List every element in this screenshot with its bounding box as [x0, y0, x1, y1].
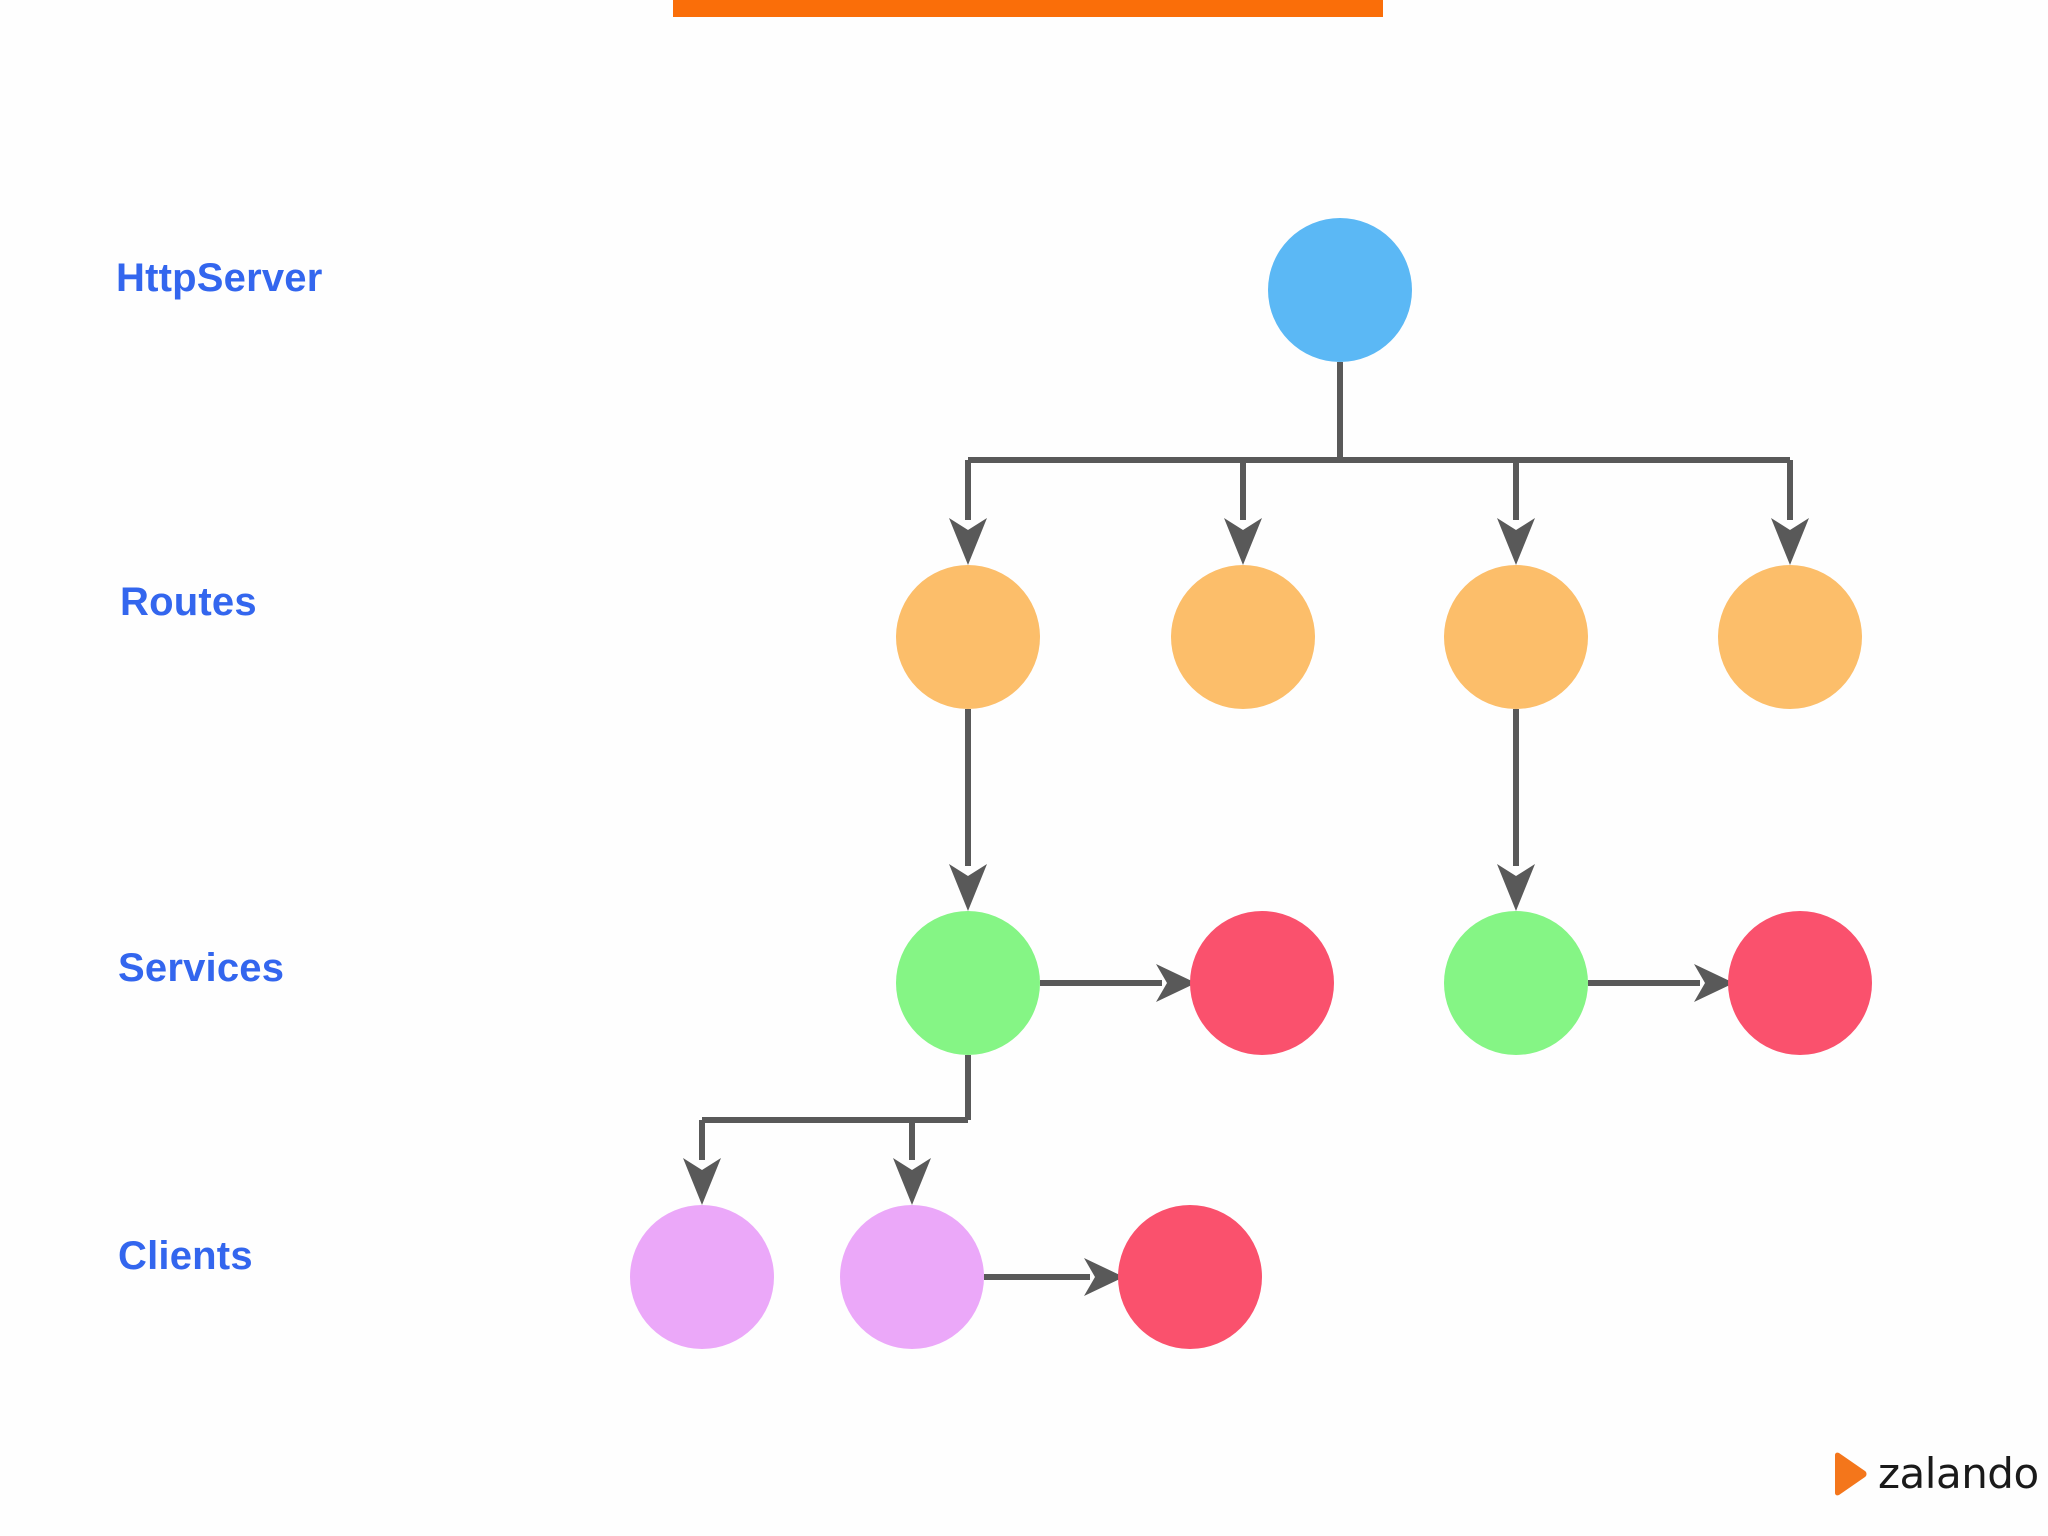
arrowhead-route-1	[949, 518, 987, 565]
arrowhead-route-3	[1497, 518, 1535, 565]
zalando-logo: zalando	[1832, 1452, 2039, 1496]
node-httpserver-1[interactable]	[1268, 218, 1412, 362]
accent-bar	[673, 0, 1383, 17]
layer-label-httpserver: HttpServer	[116, 256, 323, 300]
node-route-4[interactable]	[1718, 565, 1862, 709]
node-route-2[interactable]	[1171, 565, 1315, 709]
node-service-1[interactable]	[896, 911, 1040, 1055]
node-external-1[interactable]	[1190, 911, 1334, 1055]
layer-label-clients: Clients	[118, 1234, 253, 1278]
arrowhead-route-4	[1771, 518, 1809, 565]
node-client-2[interactable]	[840, 1205, 984, 1349]
layer-label-services: Services	[118, 946, 285, 990]
arrowhead-service-2	[1497, 864, 1535, 911]
node-route-1[interactable]	[896, 565, 1040, 709]
node-external-3[interactable]	[1118, 1205, 1262, 1349]
layer-label-routes: Routes	[120, 580, 257, 624]
node-external-2[interactable]	[1728, 911, 1872, 1055]
arrowhead-service-1	[949, 864, 987, 911]
zalando-wordmark: zalando	[1878, 1449, 2039, 1498]
node-service-2[interactable]	[1444, 911, 1588, 1055]
arrowhead-external-3	[1084, 1258, 1124, 1296]
zalando-play-mark-icon	[1835, 1452, 1867, 1496]
arrowhead-external-1	[1156, 964, 1196, 1002]
arrowhead-client-2	[893, 1158, 931, 1205]
node-route-3[interactable]	[1444, 565, 1588, 709]
node-client-1[interactable]	[630, 1205, 774, 1349]
arrowhead-route-2	[1224, 518, 1262, 565]
arrowhead-client-1	[683, 1158, 721, 1205]
arrowhead-external-2	[1694, 964, 1734, 1002]
